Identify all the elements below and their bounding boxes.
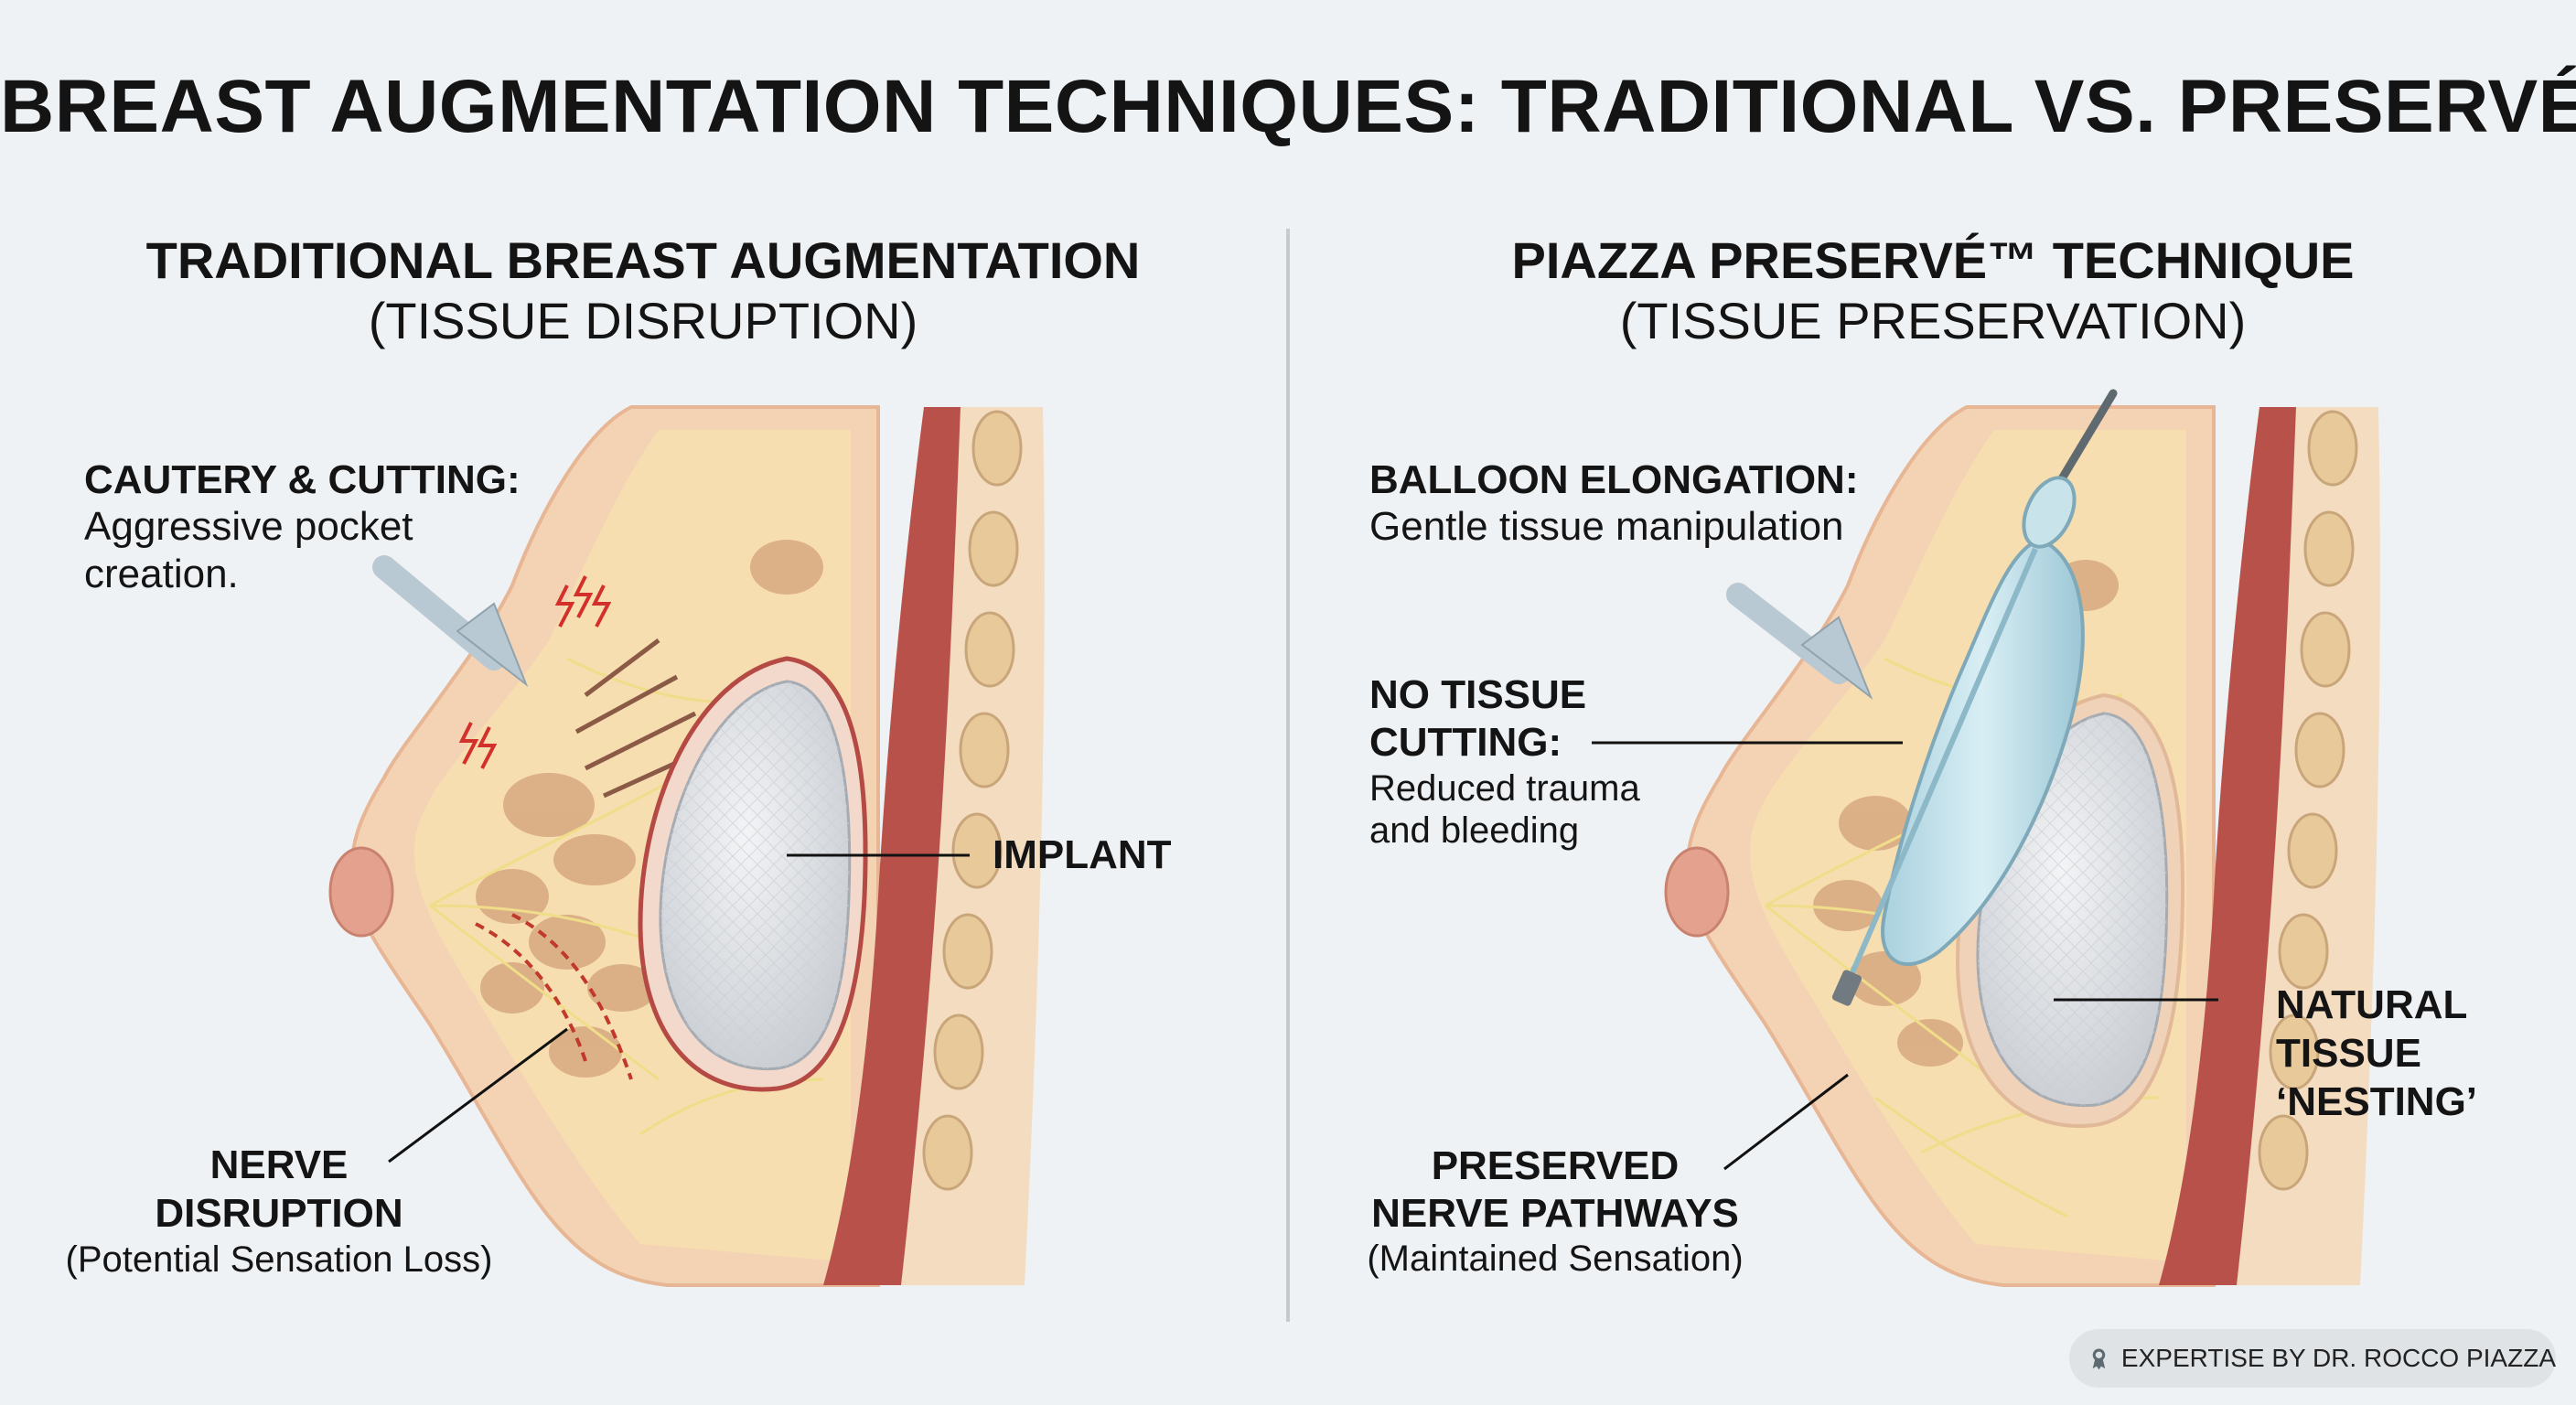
- balloon-device: [1831, 389, 2118, 1006]
- gland-lobules: [476, 540, 823, 1078]
- no-cutting-desc-2: and bleeding: [1369, 810, 1580, 851]
- lightning-bolt-icon: [458, 575, 612, 769]
- nesting-2: TISSUE: [2276, 1031, 2421, 1076]
- ribs-right: [2258, 410, 2358, 1191]
- balloon-desc: Gentle tissue manipulation: [1369, 504, 1844, 549]
- ribbon-award-icon: [2092, 1348, 2106, 1370]
- page-title: BREAST AUGMENTATION TECHNIQUES: TRADITIO…: [0, 65, 2576, 148]
- nipple-right: [1664, 846, 1730, 938]
- nerve-disruption-1: NERVE: [209, 1142, 349, 1187]
- nerve-disruption-2: DISRUPTION: [155, 1191, 403, 1236]
- preserved-nerve-2: NERVE PATHWAYS: [1371, 1191, 1739, 1236]
- traditional-illustration: [328, 405, 1045, 1287]
- credit-text: EXPERTISE BY DR. ROCCO PIAZZA: [2120, 1344, 2556, 1372]
- preserved-nerve-1: PRESERVED: [1431, 1143, 1680, 1188]
- no-cutting-2: CUTTING:: [1369, 720, 1562, 765]
- gland-lobules-right: [1813, 560, 2119, 1067]
- credit-badge: EXPERTISE BY DR. ROCCO PIAZZA: [2069, 1329, 2556, 1388]
- arrow-icon: [372, 555, 529, 688]
- cautery-desc-1: Aggressive pocket: [84, 504, 413, 549]
- nerve-disruption-note: (Potential Sensation Loss): [65, 1239, 493, 1280]
- right-heading: PIAZZA PRESERVÉ™ TECHNIQUE: [1511, 231, 2355, 289]
- preserved-nerve-note: (Maintained Sensation): [1367, 1239, 1744, 1279]
- cautery-desc-2: creation.: [84, 552, 239, 596]
- nipple: [328, 846, 394, 938]
- nesting-3: ‘NESTING’: [2276, 1079, 2478, 1124]
- no-cutting-desc-1: Reduced trauma: [1369, 768, 1640, 809]
- balloon-title: BALLOON ELONGATION:: [1369, 457, 1859, 502]
- implant-label: IMPLANT: [993, 832, 1172, 877]
- preserved-nerve-leader: [1723, 1073, 1849, 1171]
- nesting-1: NATURAL: [2276, 982, 2468, 1027]
- nerve-leader: [388, 1027, 568, 1164]
- right-subheading: (TISSUE PRESERVATION): [1619, 292, 2247, 349]
- no-cutting-1: NO TISSUE: [1369, 672, 1587, 717]
- disrupted-nerves: [475, 913, 633, 1080]
- panel-divider: [1286, 229, 1290, 1322]
- arrow-icon-right: [1726, 583, 1873, 700]
- cautery-title: CAUTERY & CUTTING:: [84, 457, 521, 502]
- left-subheading: (TISSUE DISRUPTION): [368, 292, 918, 349]
- ribs: [922, 410, 1023, 1191]
- left-heading: TRADITIONAL BREAST AUGMENTATION: [145, 231, 1141, 289]
